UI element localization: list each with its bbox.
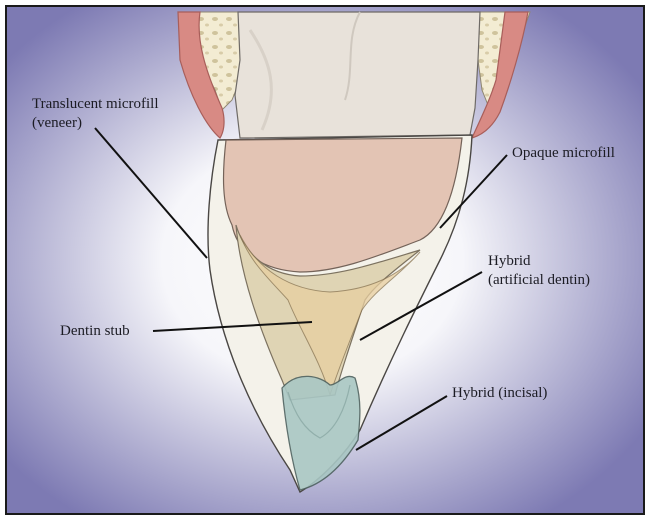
label-translucent-microfill-line1: Translucent microfill — [32, 95, 159, 114]
label-hybrid-line1: Hybrid — [488, 252, 590, 271]
label-translucent-microfill-line2: (veneer) — [32, 114, 159, 133]
label-dentin-stub: Dentin stub — [60, 322, 130, 341]
tooth-root — [235, 12, 480, 138]
label-hybrid-incisal-line1: Hybrid (incisal) — [452, 384, 547, 403]
label-translucent-microfill: Translucent microfill (veneer) — [32, 95, 159, 133]
label-opaque-microfill: Opaque microfill — [512, 144, 615, 163]
label-hybrid-artificial-dentin: Hybrid (artificial dentin) — [488, 252, 590, 290]
label-dentin-stub-line1: Dentin stub — [60, 322, 130, 341]
label-hybrid-incisal: Hybrid (incisal) — [452, 384, 547, 403]
label-opaque-microfill-line1: Opaque microfill — [512, 144, 615, 163]
label-hybrid-line2: (artificial dentin) — [488, 271, 590, 290]
